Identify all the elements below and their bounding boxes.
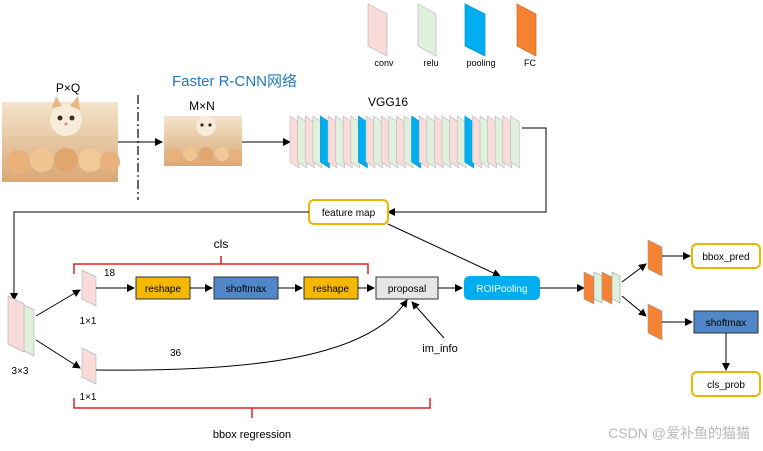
- resized-image: [164, 116, 242, 166]
- legend-conv-swatch: [367, 3, 388, 57]
- vgg-conv-layer-13: [380, 115, 391, 169]
- proposal-label: proposal: [388, 284, 426, 295]
- feature-map-label: feature map: [322, 208, 376, 219]
- vgg-relu-layer-28: [494, 115, 505, 169]
- conv3x3-label: 3×3: [12, 366, 29, 377]
- vgg-relu-layer-2: [297, 115, 307, 169]
- arrow-fc-to-cls-fc: [621, 295, 647, 317]
- vgg-conv-layer-22: [449, 115, 459, 169]
- vgg-conv-layer-11: [365, 115, 376, 169]
- cls-channels-label: 18: [104, 268, 116, 279]
- vgg-conv-layer-27: [487, 115, 497, 169]
- rpn-conv3x3: [7, 295, 25, 353]
- vgg-relu-layer-19: [426, 115, 437, 169]
- bbox-regression-label: bbox regression: [213, 429, 291, 441]
- arrow-conv3x3-to-reg-conv: [35, 339, 81, 369]
- arrow-conv3x3-to-cls-conv: [35, 289, 81, 317]
- vgg-pool-layer-10: [358, 115, 368, 169]
- bbox-regression-brace: [73, 398, 431, 418]
- vgg-relu-layer-30: [510, 115, 520, 169]
- cls-prob-label: cls_prob: [707, 380, 745, 391]
- resized-size-label: M×N: [189, 99, 215, 113]
- legend-fc-label: FC: [524, 58, 536, 68]
- arrow-feature-map-to-rpn: [10, 211, 309, 301]
- arrow-vgg-to-feature-map: [387, 127, 547, 216]
- watermark: CSDN @爱补鱼的猫猫: [608, 425, 750, 441]
- vgg16-layer-stack: [289, 115, 520, 169]
- legend-pooling-swatch: [464, 3, 486, 57]
- vgg-conv-layer-6: [327, 115, 338, 169]
- backbone-label: VGG16: [368, 95, 408, 109]
- input-size-label: P×Q: [56, 81, 80, 95]
- vgg-relu-layer-9: [350, 115, 361, 169]
- legend-relu-label: relu: [423, 58, 438, 68]
- cls-conv1x1: [81, 269, 97, 307]
- cls-conv1x1-label: 1×1: [80, 316, 97, 327]
- vgg-relu-layer-7: [335, 115, 345, 169]
- bbox-fc-layer: [647, 239, 663, 277]
- reshape-label-2: reshape: [313, 284, 350, 295]
- im-info-label: im_info: [422, 343, 457, 355]
- vgg-relu-layer-12: [373, 115, 383, 169]
- arrow-reg-conv-to-proposal: [95, 299, 408, 371]
- vgg-pool-layer-24: [464, 115, 475, 169]
- arrow-im-info-to-proposal: [411, 301, 445, 339]
- legend-pooling-label: pooling: [466, 58, 495, 68]
- vgg-relu-layer-4: [312, 115, 323, 169]
- cls-prob-box: [691, 371, 761, 397]
- vgg-conv-layer-25: [472, 115, 482, 169]
- diagram-title: Faster R-CNN网络: [172, 73, 297, 90]
- vgg-relu-layer-23: [456, 115, 467, 169]
- reshape-label-1: reshape: [145, 284, 182, 295]
- fc-relu-1: [593, 271, 603, 304]
- cls-fc-layer: [647, 303, 663, 341]
- legend-conv-label: conv: [374, 58, 394, 68]
- roipooling-box: [464, 276, 540, 300]
- roipooling-label: ROIPooling: [476, 284, 527, 295]
- input-image: [2, 96, 120, 182]
- vgg-pool-layer-17: [411, 115, 421, 169]
- legend: conv relu pooling FC: [367, 3, 537, 68]
- vgg-conv-layer-29: [502, 115, 513, 169]
- vgg-pool-layer-5: [320, 115, 330, 169]
- softmax-label-2: shoftmax: [706, 318, 747, 329]
- vgg-conv-layer-3: [304, 115, 315, 169]
- vgg-conv-layer-1: [289, 115, 300, 169]
- fc-layer-2: [601, 271, 613, 305]
- vgg-conv-layer-15: [396, 115, 406, 169]
- legend-fc-swatch: [516, 3, 537, 57]
- cls-brace: [73, 256, 369, 274]
- bbox-pred-label: bbox_pred: [702, 252, 749, 263]
- reg-conv1x1: [81, 347, 97, 385]
- vgg-relu-layer-21: [441, 115, 452, 169]
- legend-relu-swatch: [417, 3, 437, 57]
- vgg-relu-layer-26: [479, 115, 490, 169]
- fc-layer-1: [583, 271, 595, 305]
- arrow-fc-to-bbox-fc: [621, 263, 647, 283]
- arrow-feature-map-to-roipooling: [387, 223, 501, 277]
- vgg-conv-layer-18: [418, 115, 429, 169]
- softmax-label-1: shoftmax: [226, 284, 267, 295]
- vgg-relu-layer-14: [388, 115, 399, 169]
- bbox-pred-box: [691, 243, 761, 269]
- vgg-relu-layer-16: [403, 115, 414, 169]
- vgg-conv-layer-8: [342, 115, 353, 169]
- fc-relu-2: [611, 271, 621, 304]
- reg-conv1x1-label: 1×1: [80, 392, 97, 403]
- cls-brace-label: cls: [214, 237, 229, 251]
- reg-channels-label: 36: [170, 348, 182, 359]
- vgg-conv-layer-20: [434, 115, 444, 169]
